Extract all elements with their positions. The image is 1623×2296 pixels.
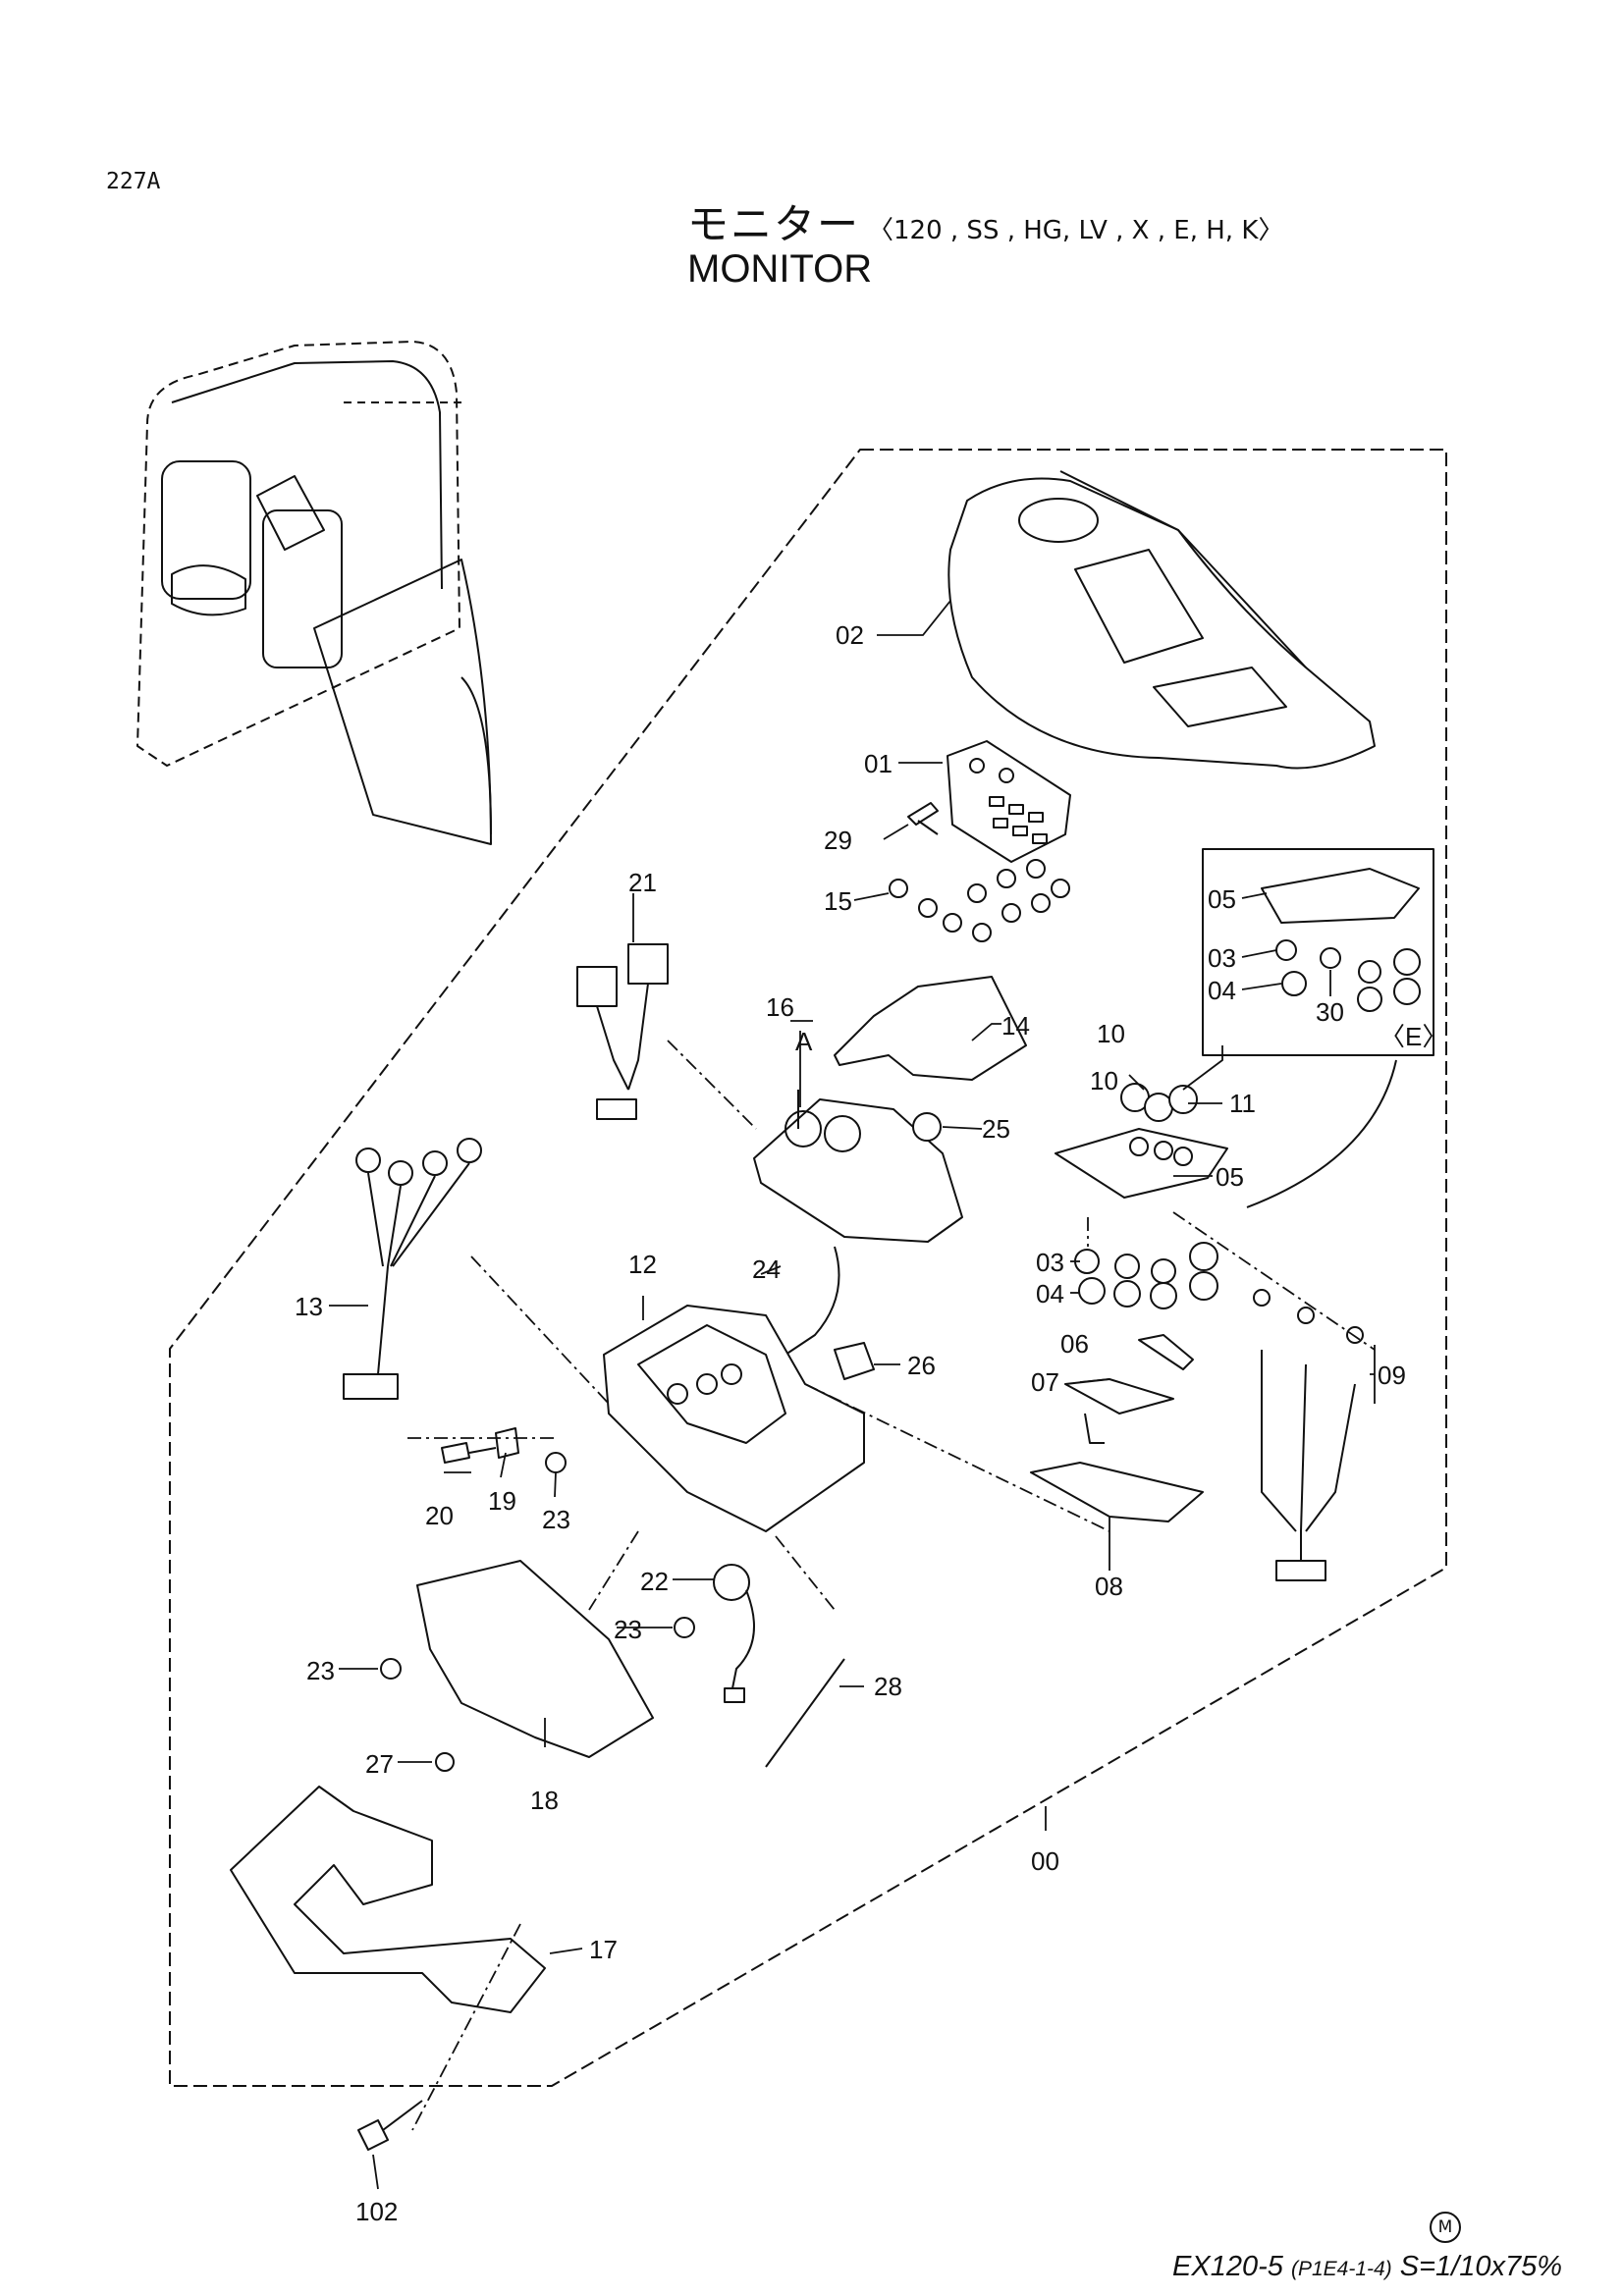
pin-group-15 <box>889 859 1070 942</box>
label-11: 11 <box>1229 1089 1256 1118</box>
clamp-screw <box>441 1427 519 1464</box>
switch-panel <box>947 740 1071 863</box>
label-06: 06 <box>1060 1329 1089 1359</box>
footer-scale: S=1/10x75% <box>1399 2251 1562 2282</box>
label-03-inset: 03 <box>1208 943 1236 973</box>
knob-25 <box>912 1112 942 1142</box>
label-01: 01 <box>864 749 893 778</box>
label-14: 14 <box>1001 1011 1030 1041</box>
label-08: 08 <box>1095 1572 1123 1601</box>
label-02: 02 <box>836 620 864 650</box>
label-variant-E: 〈E〉 <box>1380 1022 1447 1051</box>
label-15: 15 <box>824 886 852 916</box>
monitor-case <box>603 1305 865 1532</box>
bracket <box>230 1786 546 2013</box>
manufacturer-mark: M <box>1430 2212 1461 2243</box>
footer-model-scale: EX120-5 (P1E4-1-4) S=1/10x75% <box>1172 2251 1562 2283</box>
label-05-inset: 05 <box>1208 884 1236 914</box>
label-22: 22 <box>640 1567 669 1596</box>
variant-E-inset <box>1202 848 1434 1208</box>
label-28: 28 <box>874 1672 902 1701</box>
assembly-boundary <box>169 449 1447 2087</box>
label-07: 07 <box>1031 1367 1059 1397</box>
label-29: 29 <box>824 826 852 855</box>
circuit-board <box>753 1090 963 1356</box>
title-english: MONITOR <box>687 247 873 291</box>
label-19: 19 <box>488 1486 516 1516</box>
switch-plate-group <box>1055 1083 1228 1199</box>
label-13: 13 <box>295 1292 323 1321</box>
rubber-26 <box>834 1342 875 1380</box>
label-21: 21 <box>628 868 657 897</box>
label-04-main: 04 <box>1036 1279 1064 1308</box>
label-23-c: 23 <box>306 1656 335 1685</box>
circuit-sheet <box>834 976 1027 1081</box>
label-09: 09 <box>1378 1361 1406 1390</box>
title-japanese: モニター〈120 , SS , HG, LV , X , E, H, K〉 <box>687 191 1283 251</box>
alignment-lines <box>407 1040 1376 2131</box>
bolt-102 <box>357 2100 423 2151</box>
label-26: 26 <box>907 1351 936 1380</box>
footer-code: (P1E4-1-4) <box>1290 2258 1392 2280</box>
screw-29 <box>907 802 939 835</box>
label-27: 27 <box>365 1749 394 1779</box>
wire-harness-13 <box>343 1138 482 1400</box>
label-24: 24 <box>752 1255 781 1284</box>
label-A: A <box>795 1027 813 1056</box>
wire-harness-21 <box>576 943 669 1120</box>
label-30: 30 <box>1316 997 1344 1027</box>
part-labels: 02 01 29 15 21 16 A 14 10 10 11 25 05 24… <box>295 620 1447 2226</box>
cable-tie <box>765 1658 845 1768</box>
title-japanese-text: モニター <box>687 200 861 248</box>
label-18: 18 <box>530 1786 559 1815</box>
label-12: 12 <box>628 1250 657 1279</box>
inset-leaders <box>1241 892 1331 996</box>
screws-23 <box>380 1452 695 1680</box>
page-number: 227A <box>106 169 161 194</box>
label-25: 25 <box>982 1114 1010 1144</box>
cap-group <box>1074 1242 1364 1344</box>
label-20: 20 <box>425 1501 454 1530</box>
label-102: 102 <box>355 2197 398 2226</box>
leader-lines <box>329 600 1376 2190</box>
lower-cover <box>416 1560 654 1758</box>
label-03-main: 03 <box>1036 1248 1064 1277</box>
wire-harness-09 <box>1261 1350 1356 1581</box>
plates-06-07-08 <box>1030 1334 1204 1522</box>
title-variants: 〈120 , SS , HG, LV , X , E, H, K〉 <box>868 216 1284 245</box>
label-23-b: 23 <box>614 1615 642 1644</box>
monitor-housing <box>947 470 1376 770</box>
buzzer <box>713 1564 755 1703</box>
screw-27 <box>435 1752 455 1772</box>
label-10-upper: 10 <box>1097 1019 1125 1048</box>
footer-model: EX120-5 <box>1172 2251 1283 2282</box>
label-05-main: 05 <box>1216 1162 1244 1192</box>
label-23-a: 23 <box>542 1505 570 1534</box>
label-10-lower: 10 <box>1090 1066 1118 1095</box>
label-17: 17 <box>589 1935 618 1964</box>
label-16: 16 <box>766 992 794 1022</box>
label-04-inset: 04 <box>1208 976 1236 1005</box>
excavator-cab-illustration <box>136 341 492 845</box>
label-00: 00 <box>1031 1846 1059 1876</box>
